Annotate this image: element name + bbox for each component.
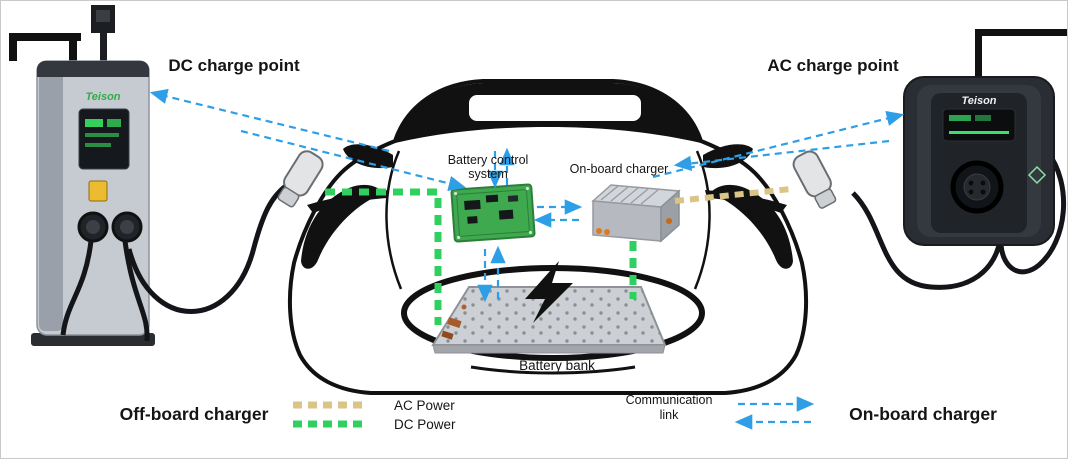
battery-control-system-label-line2: system (468, 167, 508, 181)
legend: AC Power DC Power Communication link (293, 393, 815, 432)
legend-communication-label-line1: Communication (626, 393, 713, 407)
ac-power-line (674, 186, 792, 204)
battery-control-system-label-line1: Battery control (448, 153, 529, 167)
ac-charger-wallbox: Teison (851, 76, 1067, 290)
car-left-headlight (307, 190, 389, 213)
dc-cable-left (60, 240, 94, 336)
battery-control-system-board (450, 183, 536, 243)
ac-charger-screen (942, 108, 1016, 142)
ac-charging-port (950, 160, 1004, 214)
ac-cable-loop (998, 149, 1067, 275)
comm-link-dc-charger-to-bcs (240, 129, 467, 191)
dc-charge-point-label: DC charge point (168, 56, 300, 75)
battery-bank-label: Battery bank (519, 358, 595, 373)
comm-link-car-to-dc-charger (149, 88, 390, 153)
ac-connector-plug (792, 150, 837, 209)
onboard-charger-box (591, 184, 681, 243)
car-sunroof (469, 95, 641, 121)
car-left-wheel (301, 184, 384, 269)
car-right-wheel (710, 184, 793, 269)
communication-links (149, 88, 905, 303)
car-left-mirror (343, 144, 393, 169)
dc-cable-right (122, 240, 150, 342)
dc-connector-plug (277, 150, 324, 208)
onboard-charger-component-label: On-board charger (570, 162, 669, 176)
dc-charger-brand-label: Teison (85, 91, 120, 103)
legend-communication-label-line2: link (660, 408, 680, 422)
ac-charge-point-label: AC charge point (767, 56, 899, 75)
lightning-bolt-icon (525, 261, 573, 323)
left-mounting-pole (9, 5, 115, 73)
comm-link-obc-to-ac-charger (652, 110, 905, 179)
off-board-charger-label: Off-board charger (120, 404, 269, 424)
dc-plug-holsters (77, 211, 143, 243)
ac-charger-brand-label: Teison (961, 95, 996, 107)
legend-ac-power-label: AC Power (394, 398, 455, 413)
dc-charger-station: Teison (31, 60, 289, 346)
dc-charger-badge (88, 180, 108, 202)
dc-power-line (325, 188, 442, 325)
on-board-charger-label: On-board charger (849, 404, 997, 424)
ac-cable-to-car (851, 191, 1004, 290)
diamond-icon (1027, 165, 1047, 185)
legend-dc-power-label: DC Power (394, 417, 456, 432)
right-mounting-pole (975, 29, 1067, 91)
dc-cable-to-car (126, 183, 289, 314)
dc-charger-screen (78, 108, 130, 170)
